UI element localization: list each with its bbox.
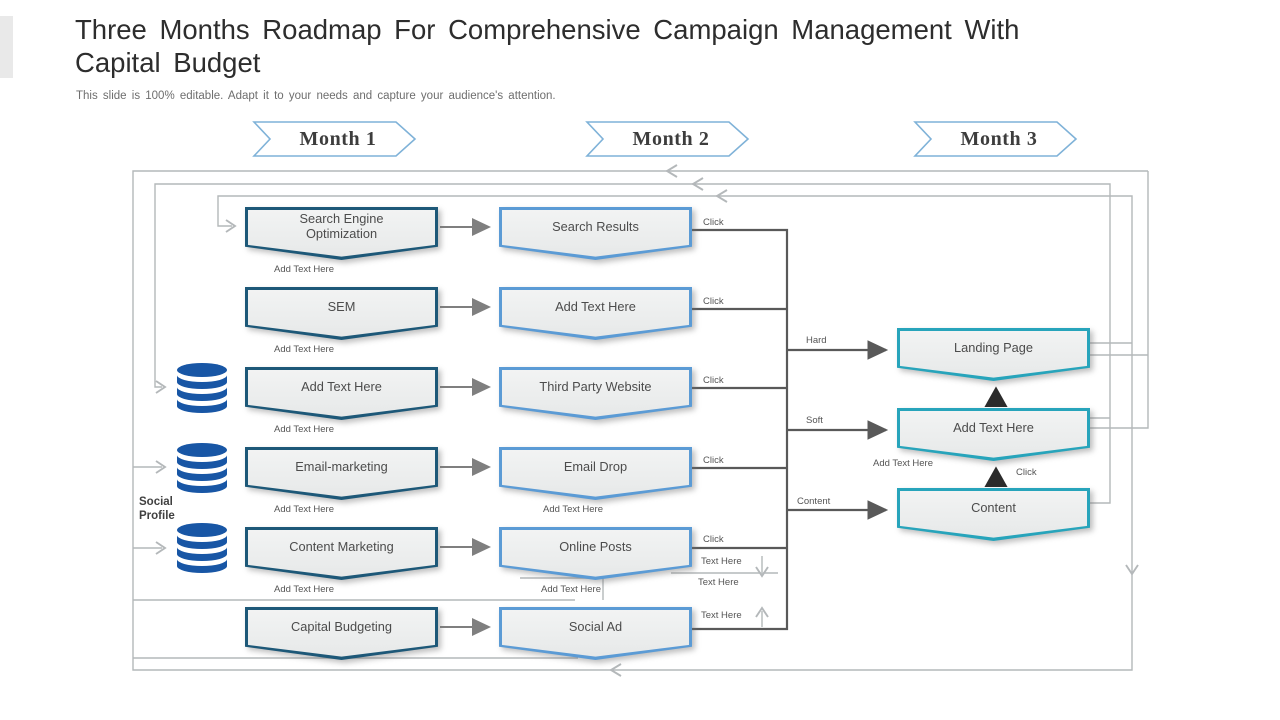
database-icon	[177, 523, 227, 573]
flow-box-email-drop[interactable]: Email Drop	[499, 447, 692, 500]
loop-inner	[154, 183, 1111, 504]
flow-box-third-party-website[interactable]: Third Party Website	[499, 367, 692, 420]
click-label: Click	[703, 455, 724, 466]
flow-box-label: Search Results	[552, 218, 639, 234]
flow-box-search-engine-optimization[interactable]: Search Engine Optimization	[245, 207, 438, 260]
flow-box-label: Email-marketing	[295, 458, 388, 474]
bus-line	[691, 228, 789, 631]
month-banner-label: Month 2	[632, 127, 710, 150]
social-profile-line2: Profile	[139, 509, 175, 522]
database-icon	[177, 363, 227, 413]
click-bus	[691, 228, 889, 631]
flow-box-capital-budgeting[interactable]: Capital Budgeting	[245, 607, 438, 660]
arrowhead-right	[155, 380, 167, 394]
database-icon	[177, 443, 227, 493]
month-banner-label: Month 3	[960, 127, 1038, 150]
arrowhead-left	[665, 164, 678, 178]
loop-stub	[1090, 171, 1149, 429]
flow-box-label: Capital Budgeting	[290, 618, 393, 634]
flow-box-add-text-here-m2[interactable]: Add Text Here	[499, 287, 692, 340]
add-text-here-label: Add Text Here	[273, 344, 335, 355]
loop-outer	[132, 170, 1148, 671]
arrowhead-down	[755, 566, 769, 578]
arrowhead-down	[1125, 564, 1139, 576]
month-banner-shape	[585, 121, 750, 157]
flow-box-social-ad[interactable]: Social Ad	[499, 607, 692, 660]
add-text-here-label: Add Text Here	[273, 504, 335, 515]
arrowhead-left	[715, 189, 728, 203]
month-banner-shape	[913, 121, 1078, 157]
hard-label: Hard	[806, 335, 827, 346]
add-text-here-label: Add Text Here	[542, 504, 604, 515]
flow-box-add-text-here-m3[interactable]: Add Text Here	[897, 408, 1090, 461]
flow-box-label: Social Ad	[568, 618, 623, 634]
add-text-here-label: Add Text Here	[273, 584, 335, 595]
flow-box-label: Add Text Here	[301, 378, 382, 394]
flow-box-label: Add Text Here	[555, 298, 636, 314]
add-text-here-label: Add Text Here	[872, 458, 934, 469]
click-label: Click	[703, 534, 724, 545]
month-banner-1[interactable]: Month 1	[248, 121, 418, 157]
month-banner-shape	[252, 121, 417, 157]
feedback-arrowheads	[155, 164, 1139, 677]
feedback-loop-lines	[132, 170, 1149, 671]
text-here-label: Text Here	[698, 577, 739, 588]
page-title: Three Months Roadmap For Comprehensive C…	[75, 13, 1175, 79]
flow-box-label: Online Posts	[559, 538, 632, 554]
text-here-label: Text Here	[701, 610, 742, 621]
flow-box-search-results[interactable]: Search Results	[499, 207, 692, 260]
flow-box-online-posts[interactable]: Online Posts	[499, 527, 692, 580]
flow-box-label: Search Engine Optimization	[299, 211, 384, 241]
arrowhead-right	[225, 219, 237, 233]
text-here-label: Text Here	[701, 556, 742, 567]
click-label: Click	[703, 296, 724, 307]
month-banner-2[interactable]: Month 2	[581, 121, 751, 157]
add-text-here-label: Add Text Here	[273, 424, 335, 435]
flow-box-label: Landing Page	[954, 339, 1033, 355]
flow-box-fill	[247, 369, 436, 417]
flow-box-content-marketing[interactable]: Content Marketing	[245, 527, 438, 580]
page-subtitle: This slide is 100% editable. Adapt it to…	[76, 90, 556, 102]
arrowhead-up	[755, 606, 769, 618]
flow-box-label: SEM	[327, 298, 356, 314]
flow-box-label: Add Text Here	[953, 419, 1034, 435]
add-text-here-label: Add Text Here	[273, 264, 335, 275]
flow-box-fill	[247, 529, 436, 577]
month-banner-label: Month 1	[299, 127, 377, 150]
arrowhead-right	[155, 460, 167, 474]
add-text-here-label: Add Text Here	[540, 584, 602, 595]
click-label: Click	[703, 375, 724, 386]
flow-box-fill	[247, 609, 436, 657]
arrowhead-left	[609, 663, 622, 677]
flow-box-label: Content	[971, 499, 1016, 515]
flow-box-label: Third Party Website	[539, 378, 652, 394]
flow-box-sem[interactable]: SEM	[245, 287, 438, 340]
flow-box-label: Email Drop	[563, 458, 628, 474]
content-label: Content	[797, 496, 831, 507]
flow-box-fill	[247, 289, 436, 337]
click-label: Click	[703, 217, 724, 228]
social-profile-label: Social Profile	[139, 496, 175, 524]
page-title-line2: Capital Budget	[75, 47, 261, 78]
flow-box-landing-page[interactable]: Landing Page	[897, 328, 1090, 381]
flow-box-label: Content Marketing	[289, 538, 394, 554]
arrowhead-left	[691, 177, 704, 191]
flow-box-email-marketing[interactable]: Email-marketing	[245, 447, 438, 500]
page-title-line1: Three Months Roadmap For Comprehensive C…	[75, 14, 1020, 45]
arrowhead-right	[155, 541, 167, 555]
flow-box-fill	[247, 209, 436, 257]
row-flow-arrows	[440, 218, 491, 636]
flow-box-fill	[247, 449, 436, 497]
title-accent-strip	[0, 16, 13, 78]
month-banner-3[interactable]: Month 3	[909, 121, 1079, 157]
soft-label: Soft	[806, 415, 823, 426]
social-profile-line1: Social	[139, 496, 173, 508]
click-label: Click	[1016, 467, 1037, 478]
flow-box-content[interactable]: Content	[897, 488, 1090, 541]
flow-box-add-text-here-m1[interactable]: Add Text Here	[245, 367, 438, 420]
